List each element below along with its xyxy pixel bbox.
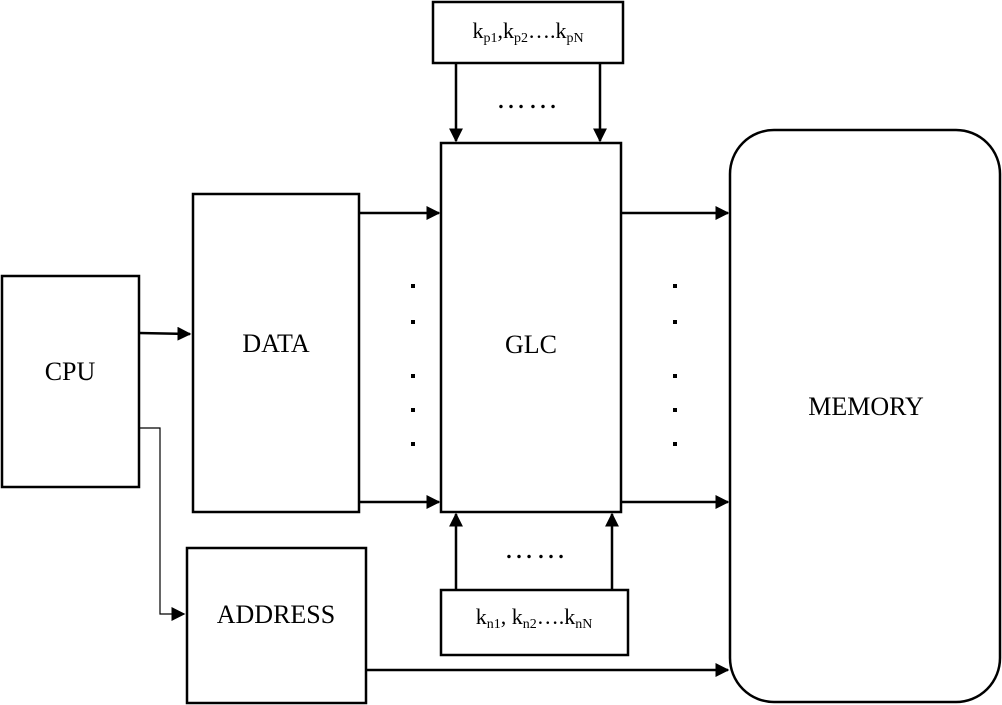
address-block: ADDRESS xyxy=(185,546,368,705)
kn-coefficients-label: kn1, kn2….knN xyxy=(476,604,593,632)
kp-ellipsis: …… xyxy=(496,82,560,115)
kn-coefficients-block: kn1, kn2….knN xyxy=(439,588,630,657)
kp-coefficients-label: kp1,kp2….kpN xyxy=(472,18,583,46)
data-glc-vertical-dots xyxy=(411,284,415,446)
cpu-to-data-arrow xyxy=(138,326,192,341)
kp-coefficients-block: kp1,kp2….kpN xyxy=(431,0,625,65)
glc-memory-vertical-dots xyxy=(673,284,677,446)
glc-block: GLC xyxy=(439,141,623,514)
cpu-label: CPU xyxy=(45,357,96,386)
data-label: DATA xyxy=(242,329,309,358)
memory-block: MEMORY xyxy=(728,128,1002,704)
data-block: DATA xyxy=(191,192,361,514)
address-label: ADDRESS xyxy=(217,600,335,629)
cpu-to-address-arrow xyxy=(139,427,186,621)
glc-label: GLC xyxy=(505,330,557,359)
cpu-block: CPU xyxy=(0,274,141,489)
memory-label: MEMORY xyxy=(808,392,924,421)
kn-ellipsis: …… xyxy=(504,532,568,565)
